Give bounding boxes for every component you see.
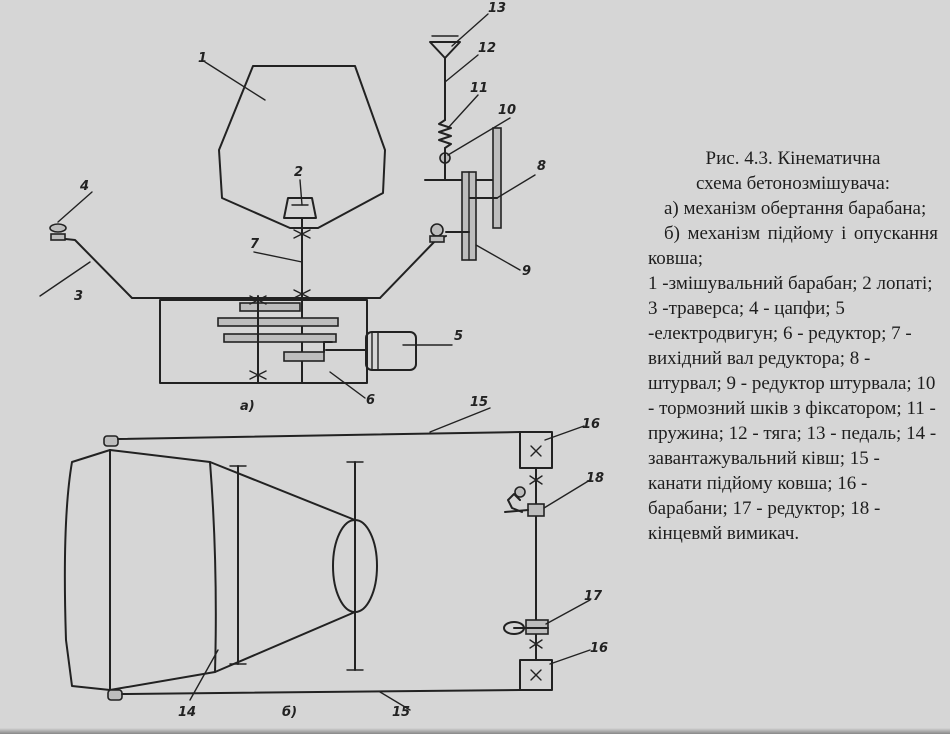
trunnion-left [49,223,67,241]
steering-assembly [424,35,502,261]
label-17: 17 [584,589,603,604]
caption-title-line2: схема бетонозмішувача: [695,173,891,194]
pedal [429,41,461,59]
page-edge [0,728,950,734]
limit-switch [504,486,545,517]
mixing-drum [218,65,386,229]
leader-lines-b [189,407,591,711]
lift-cable-top [117,431,521,440]
leader-lines-a [39,13,536,399]
label-b: б) [282,705,297,720]
label-16-bottom: 16 [590,641,608,656]
label-12: 12 [478,41,496,56]
label-9: 9 [522,264,531,279]
label-6: 6 [366,393,375,408]
lift-cable-bottom [121,689,521,695]
caption-item-a: а) механізм обертання барабана; [664,198,927,219]
label-11: 11 [470,81,488,96]
loading-bucket [63,449,111,691]
figure-caption: Рис. 4.3. Кінематична схема бетонозмішув… [648,146,938,546]
label-5: 5 [454,329,463,344]
label-13: 13 [488,1,506,16]
trunnion-right [429,223,445,243]
spring [438,119,452,149]
label-a: а) [240,399,255,414]
label-14: 14 [178,705,196,720]
drum-blade [283,197,317,219]
lift-reducer [503,619,549,635]
label-15-bottom: 15 [392,705,410,720]
label-18: 18 [586,471,604,486]
caption-item-b: б) механізм підйому і опускання ковша; [648,223,938,269]
kinematic-diagram: 1 2 3 4 5 6 7 8 9 10 11 12 13 а) [39,1,608,720]
drum-top [519,431,553,469]
caption-title-line1: Рис. 4.3. Кінематична [705,148,881,169]
label-3: 3 [74,289,83,304]
label-1: 1 [198,51,207,66]
electric-motor [325,331,417,371]
bucket-lift-mechanism: 14 15 15 16 16 17 18 б) [63,395,608,720]
drum-rotation-mechanism: 1 2 3 4 5 6 7 8 9 10 11 12 13 а) [39,1,546,414]
reducer-gears [217,295,339,384]
label-15-top: 15 [470,395,488,410]
label-7: 7 [250,237,260,252]
label-8: 8 [537,159,546,174]
steering-wheel [492,127,502,229]
caption-legend: 1 -змішувальний барабан; 2 лопаті; 3 -тр… [648,273,937,544]
label-16-top: 16 [582,417,600,432]
label-4: 4 [79,179,89,194]
label-10: 10 [498,103,516,118]
label-2: 2 [294,165,303,180]
